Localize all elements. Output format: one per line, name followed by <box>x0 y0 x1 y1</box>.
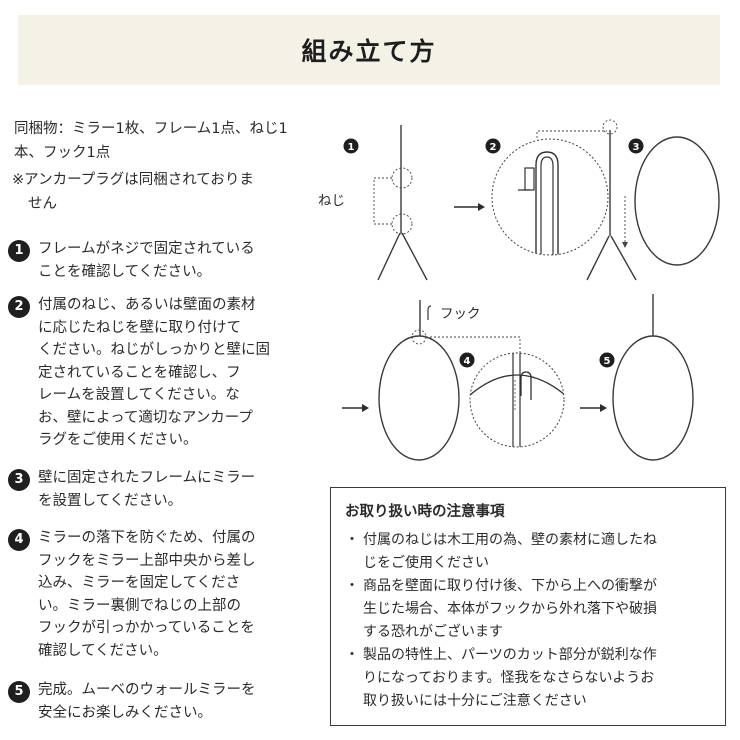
mirror-oval-4 <box>378 335 460 461</box>
zoom-circle-screw <box>491 138 609 256</box>
frame-leg-right <box>401 232 428 281</box>
caution-box: お取り扱い時の注意事項 付属のねじは木工用の為、壁の素材に適したね じをご使用く… <box>330 487 726 726</box>
step-text: 完成。ムーベのウォールミラーを 安全にお楽しみください。 <box>38 682 256 721</box>
joint-highlight-circle <box>391 213 413 235</box>
diagram-badge-5-label: 5 <box>604 356 611 367</box>
anchor-note-line2: せん <box>28 196 57 212</box>
caution-item: 商品を壁面に取り付け後、下から上への衝撃が 生じた場合、本体がフックから外れ落下… <box>345 575 711 644</box>
step-number-badge: 1 <box>8 240 30 262</box>
diagram-badge-1 <box>343 138 359 154</box>
mirror-oval-5 <box>612 335 694 461</box>
diagram-badge-3-label: 3 <box>633 142 640 153</box>
step-1: 1 フレームがネジで固定されている ことを確認してください。 <box>8 238 298 283</box>
package-contents: 同梱物：ミラー1枚、フレーム1点、ねじ1本、フック1点 <box>14 121 288 161</box>
diagram-badge-1-label: 1 <box>348 142 355 153</box>
step-2: 2 付属のねじ、あるいは壁面の素材 に応じたねじを壁に取り付けて ください。ねじ… <box>8 294 298 452</box>
diagram-badge-3 <box>628 138 644 154</box>
hook-icon <box>427 305 432 320</box>
diagram-step-5: 5 <box>580 294 694 461</box>
step-text: フレームがネジで固定されている ことを確認してください。 <box>38 241 255 280</box>
title-band: 組み立て方 <box>18 15 720 85</box>
step-number-badge: 2 <box>8 296 30 318</box>
diagram-badge-5 <box>599 352 615 368</box>
diagram-badge-2 <box>485 138 501 154</box>
screw-top-highlight <box>602 119 618 135</box>
anchor-note: ※アンカープラグは同梱されておりま せん <box>12 168 302 216</box>
step-5: 5 完成。ムーベのウォールミラーを 安全にお楽しみください。 <box>8 679 298 724</box>
step-text: ミラーの落下を防ぐため、付属の フックをミラー上部中央から差し 込み、ミラーを固… <box>38 530 256 659</box>
zoom-callout-line <box>536 130 607 138</box>
step-text: 付属のねじ、あるいは壁面の素材 に応じたねじを壁に取り付けて ください。ねじがし… <box>38 297 270 448</box>
page-title: 組み立て方 <box>301 37 437 66</box>
diagram-badge-4 <box>459 352 475 368</box>
caution-item: 付属のねじは木工用の為、壁の素材に適したね じをご使用ください <box>345 529 711 575</box>
step-4: 4 ミラーの落下を防ぐため、付属の フックをミラー上部中央から差し 込み、ミラー… <box>8 527 298 662</box>
hook-label: フック <box>440 306 481 322</box>
step-3: 3 壁に固定されたフレームにミラー を設置してください。 <box>8 467 298 512</box>
arrow-1-2 <box>454 203 485 211</box>
caution-list: 付属のねじは木工用の為、壁の素材に適したね じをご使用ください 商品を壁面に取り… <box>345 529 711 713</box>
screw-highlight-circle <box>391 167 413 189</box>
caution-item: 製品の特性上、パーツのカット部分が鋭利な作 りになっております。怪我をなさらない… <box>345 644 711 713</box>
mirror-oval <box>634 136 720 266</box>
frame-leg-left-2 <box>586 235 610 281</box>
frame-leg-left <box>377 232 401 281</box>
screw-callout-line <box>373 177 392 225</box>
diagram-step-1: 1 ねじ <box>318 125 428 281</box>
diagram-step-3: 3 <box>622 136 720 266</box>
assembly-diagram: 1 ねじ 2 3 <box>318 119 720 461</box>
step-number-badge: 5 <box>8 681 30 703</box>
caution-title: お取り扱い時の注意事項 <box>345 504 505 520</box>
diagram-step-2: 2 <box>485 119 637 281</box>
screw-label: ねじ <box>318 193 345 209</box>
step-number-badge: 3 <box>8 469 30 491</box>
step-text: 壁に固定されたフレームにミラー を設置してください。 <box>38 470 256 509</box>
diagram-step-4: フック 4 <box>342 300 565 461</box>
hook-callout-line <box>426 336 521 353</box>
step-number-badge: 4 <box>8 529 30 551</box>
zoom-circle-hook <box>469 352 565 448</box>
diagram-badge-2-label: 2 <box>490 142 497 153</box>
diagram-badge-4-label: 4 <box>464 356 471 367</box>
frame-leg-right-2 <box>610 235 637 281</box>
anchor-note-line1: ※アンカープラグは同梱されておりま <box>12 172 254 188</box>
